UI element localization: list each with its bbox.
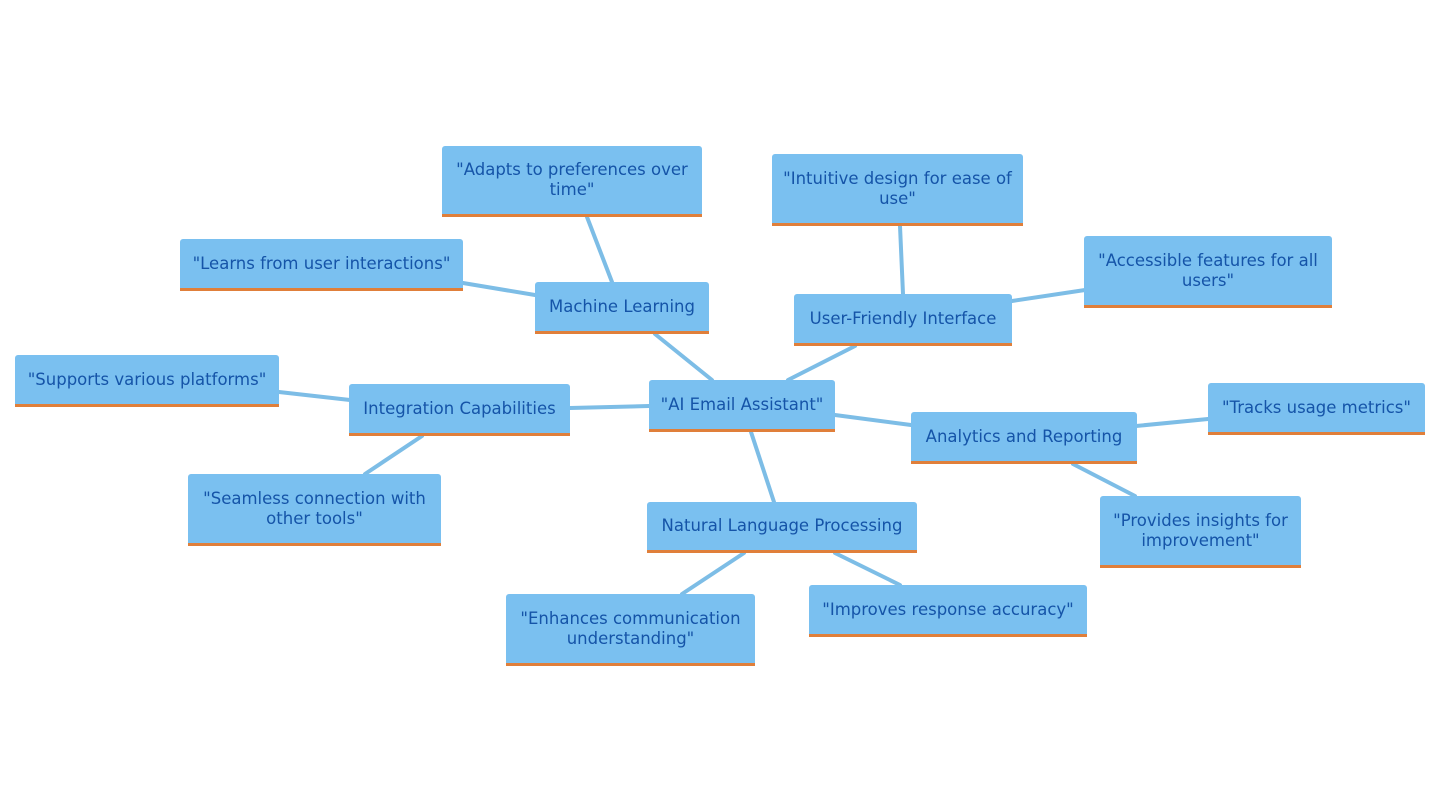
- edge-ml-learns: [461, 281, 537, 297]
- edge-nlp-improves: [833, 551, 902, 587]
- node-machine-learning[interactable]: Machine Learning: [535, 282, 709, 334]
- edge-int-seamless: [363, 434, 424, 476]
- node-learns-from-interactions[interactable]: "Learns from user interactions": [180, 239, 463, 291]
- node-improves-response-accuracy[interactable]: "Improves response accuracy": [809, 585, 1087, 637]
- edge-center-user-friendly: [786, 344, 857, 382]
- node-seamless-connection[interactable]: "Seamless connection with other tools": [188, 474, 441, 546]
- node-integration-capabilities[interactable]: Integration Capabilities: [349, 384, 570, 436]
- node-tracks-usage-metrics[interactable]: "Tracks usage metrics": [1208, 383, 1425, 435]
- edge-int-supports: [277, 390, 352, 402]
- node-enhances-communication[interactable]: "Enhances communication understanding": [506, 594, 755, 666]
- node-intuitive-design[interactable]: "Intuitive design for ease of use": [772, 154, 1023, 226]
- node-analytics-reporting[interactable]: Analytics and Reporting: [911, 412, 1137, 464]
- edge-ml-adapts: [585, 215, 614, 284]
- edge-ui-intuitive: [898, 224, 905, 296]
- edge-center-analytics: [833, 413, 913, 427]
- edge-ui-accessible: [1010, 288, 1087, 303]
- node-adapts-to-preferences[interactable]: "Adapts to preferences over time": [442, 146, 702, 217]
- edge-nlp-enhances: [680, 551, 746, 596]
- center-node-ai-email-assistant[interactable]: "AI Email Assistant": [649, 380, 835, 432]
- edge-center-machine-learning: [653, 332, 714, 382]
- node-accessible-features[interactable]: "Accessible features for all users": [1084, 236, 1332, 308]
- edge-center-nlp: [749, 430, 776, 504]
- node-supports-platforms[interactable]: "Supports various platforms": [15, 355, 279, 407]
- edge-an-insights: [1071, 462, 1137, 498]
- node-user-friendly-interface[interactable]: User-Friendly Interface: [794, 294, 1012, 346]
- node-provides-insights[interactable]: "Provides insights for improvement": [1100, 496, 1301, 568]
- edge-an-tracks: [1134, 417, 1210, 428]
- node-natural-language-processing[interactable]: Natural Language Processing: [647, 502, 917, 553]
- edge-center-integration: [568, 404, 651, 410]
